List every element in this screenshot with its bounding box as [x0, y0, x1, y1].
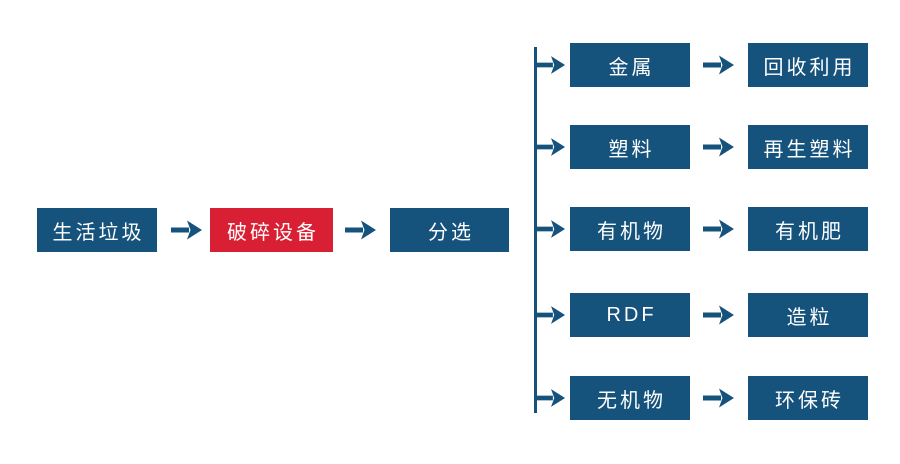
node-household-waste: 生活垃圾 [37, 208, 157, 252]
branch-arrow-icon [536, 385, 566, 411]
flow-arrow-icon [703, 216, 735, 242]
flow-arrow-icon [703, 385, 735, 411]
node-recycled-plastic: 再生塑料 [748, 125, 868, 169]
flow-arrow-icon [703, 302, 735, 328]
flow-arrow-icon [703, 134, 735, 160]
node-rdf: RDF [570, 293, 690, 337]
branch-arrow-icon [536, 52, 566, 78]
node-metal: 金属 [570, 43, 690, 87]
node-sorting: 分选 [390, 208, 509, 252]
branch-arrow-icon [536, 216, 566, 242]
node-inorganic-matter: 无机物 [570, 376, 690, 420]
branch-trunk-line [534, 47, 537, 413]
node-crushing-equipment: 破碎设备 [210, 208, 333, 252]
node-eco-brick: 环保砖 [748, 376, 868, 420]
node-organic-matter: 有机物 [570, 207, 690, 251]
node-granulation: 造粒 [748, 293, 868, 337]
node-plastic: 塑料 [570, 125, 690, 169]
node-recycling: 回收利用 [748, 43, 868, 87]
flow-arrow-icon [703, 52, 735, 78]
flow-arrow-icon [171, 217, 203, 243]
flow-arrow-icon [345, 217, 377, 243]
node-organic-fertilizer: 有机肥 [748, 207, 868, 251]
branch-arrow-icon [536, 134, 566, 160]
branch-arrow-icon [536, 302, 566, 328]
